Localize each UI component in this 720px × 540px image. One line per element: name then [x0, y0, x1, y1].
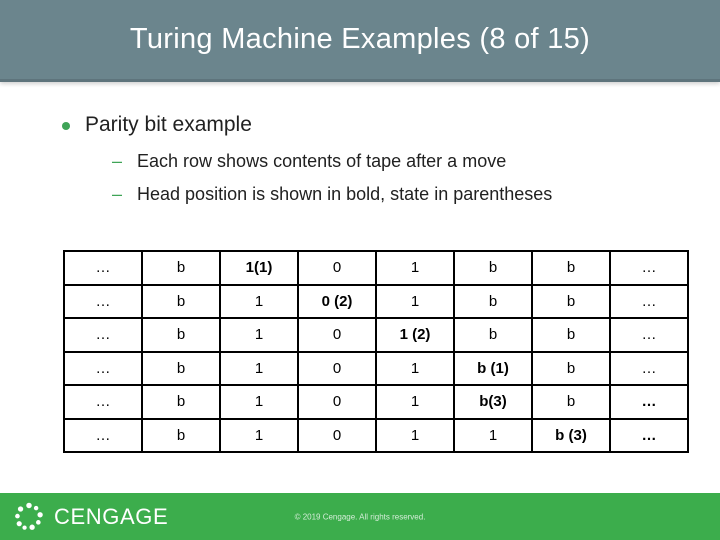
table-cell: …	[609, 384, 689, 420]
table-cell: 1	[219, 417, 299, 453]
cengage-logo-text: CENGAGE	[54, 503, 169, 529]
table-cell: 0	[297, 350, 377, 386]
table-cell: b	[531, 350, 611, 386]
table-cell: b	[141, 317, 221, 353]
sub-bullet-item: – Each row shows contents of tape after …	[112, 151, 506, 172]
table-cell: b	[453, 317, 533, 353]
table-cell: b	[141, 283, 221, 319]
table-cell: …	[609, 350, 689, 386]
table-cell: 1	[453, 417, 533, 453]
table-cell: …	[63, 250, 143, 286]
bullet-dot-icon	[62, 122, 70, 130]
table-cell: 0	[297, 250, 377, 286]
table-cell: b	[453, 283, 533, 319]
table-cell: 1	[219, 350, 299, 386]
table-cell: b	[531, 250, 611, 286]
cengage-logo: CENGAGE	[13, 501, 168, 533]
table-cell: …	[63, 283, 143, 319]
table-cell: b	[141, 417, 221, 453]
dash-marker: –	[112, 184, 123, 204]
slide-footer: CENGAGE © 2019 Cengage. All rights reser…	[0, 493, 720, 540]
table-cell: b	[531, 283, 611, 319]
table-cell: …	[63, 350, 143, 386]
table-cell: 1	[375, 283, 455, 319]
slide-title: Turing Machine Examples (8 of 15)	[129, 23, 591, 55]
sub-bullet-item: – Head position is shown in bold, state …	[112, 184, 552, 205]
copyright-text: © 2019 Cengage. All rights reserved.	[294, 512, 426, 521]
table-cell: 0	[297, 417, 377, 453]
table-cell: 1	[219, 317, 299, 353]
table-cell: …	[63, 317, 143, 353]
table-cell: …	[609, 317, 689, 353]
table-cell: …	[63, 384, 143, 420]
table-cell: b	[453, 250, 533, 286]
table-cell: b	[141, 250, 221, 286]
table-cell: 1 (2)	[375, 317, 455, 353]
cengage-pinwheel-icon	[15, 502, 43, 530]
bullet-item: Parity bit example	[62, 113, 252, 137]
table-cell: 1	[375, 350, 455, 386]
table-cell: b(3)	[453, 384, 533, 420]
table-cell: b	[141, 384, 221, 420]
table-cell: …	[609, 250, 689, 286]
table-cell: 1(1)	[219, 250, 299, 286]
table-cell: 1	[375, 384, 455, 420]
slide-header: Turing Machine Examples (8 of 15)	[0, 0, 720, 82]
table-cell: 0	[297, 317, 377, 353]
table-cell: b (1)	[453, 350, 533, 386]
table-cell: 1	[375, 250, 455, 286]
sub-bullet-text: Each row shows contents of tape after a …	[137, 151, 507, 171]
table-cell: 0 (2)	[297, 283, 377, 319]
table-cell: b	[141, 350, 221, 386]
table-cell: …	[609, 283, 689, 319]
table-cell: 1	[375, 417, 455, 453]
table-cell: 1	[219, 283, 299, 319]
table-cell: 1	[219, 384, 299, 420]
table-cell: b	[531, 317, 611, 353]
sub-bullet-text: Head position is shown in bold, state in…	[137, 184, 553, 204]
table-cell: …	[609, 417, 689, 453]
table-cell: b	[531, 384, 611, 420]
table-cell: …	[63, 417, 143, 453]
bullet-text: Parity bit example	[85, 113, 252, 136]
table-cell: b (3)	[531, 417, 611, 453]
dash-marker: –	[112, 151, 123, 171]
table-cell: 0	[297, 384, 377, 420]
